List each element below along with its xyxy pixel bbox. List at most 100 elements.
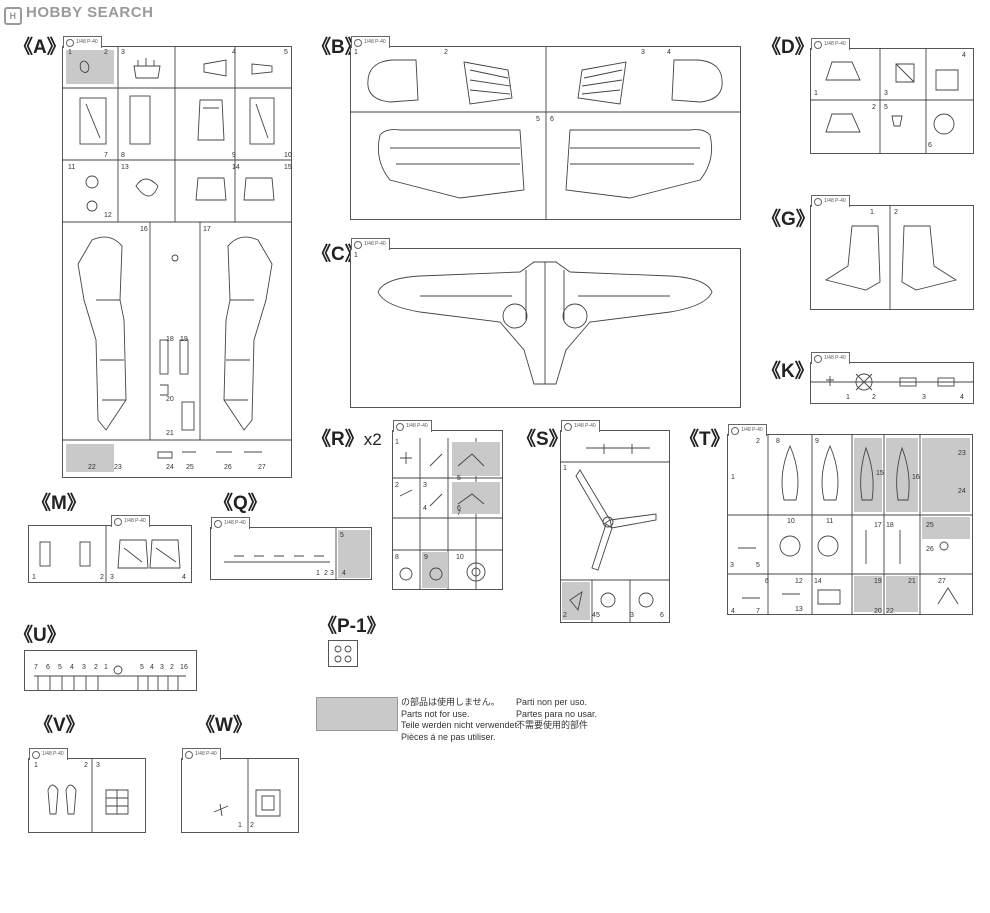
part-number-r-9: 9: [424, 554, 428, 561]
sprue-r-parts: [392, 438, 503, 590]
sprue-label-d: 《D》: [762, 37, 814, 58]
part-number-w-1: 1: [238, 822, 242, 829]
sprue-tab: 1/48 P-40: [111, 515, 150, 527]
part-number-s-4: 4: [592, 612, 596, 619]
part-number-t-3: 3: [730, 562, 734, 569]
legend-col-2: Parti non per uso. Partes para no usar. …: [516, 697, 597, 732]
part-number-d-3: 3: [884, 90, 888, 97]
sprue-tab: 1/48 P-40: [351, 238, 390, 250]
legend-line: Teile werden nicht verwendet.: [401, 720, 520, 730]
part-number-m-1: 1: [32, 574, 36, 581]
sprue-g-parts: [824, 205, 958, 310]
part-number-a-16: 16: [140, 226, 148, 233]
part-number-a-2: 2: [104, 49, 108, 56]
sprue-r-letter: 《R》: [312, 429, 364, 450]
watermark-text: HOBBY SEARCH: [26, 4, 154, 21]
part-number-t-23: 23: [958, 450, 966, 457]
sprue-tab: 1/48 P-40: [561, 420, 600, 432]
legend-line: Parts not for use.: [401, 708, 470, 719]
legend-line: の部品は使用しません。: [401, 697, 500, 707]
part-number-a-4: 4: [232, 49, 236, 56]
part-number-t-10: 10: [787, 518, 795, 525]
sprue-label-q: 《Q》: [214, 493, 267, 514]
part-number-a-20: 20: [166, 396, 174, 403]
part-number-a-14: 14: [232, 164, 240, 171]
part-number-u-1: 1: [180, 664, 184, 671]
part-number-r-8: 8: [395, 554, 399, 561]
legend-line: Partes para no usar.: [516, 708, 598, 719]
part-number-t-27: 27: [938, 578, 946, 585]
sprue-tab: 1/48 P-40: [351, 36, 390, 48]
part-number-a-25: 25: [186, 464, 194, 471]
sprue-tab: 1/48 P-40: [811, 195, 850, 207]
sprue-w-parts: [213, 758, 281, 833]
part-number-a-24: 24: [166, 464, 174, 471]
part-number-u-4: 4: [150, 664, 154, 671]
part-number-a-10: 10: [284, 152, 292, 159]
sprue-label-v: 《V》: [34, 715, 85, 736]
unused-parts-swatch: [316, 697, 398, 731]
sprue-d-parts: [810, 48, 974, 154]
part-number-r-6: 6: [457, 505, 461, 512]
part-number-b-5: 5: [536, 116, 540, 123]
part-number-q-4: 4: [342, 570, 346, 577]
part-number-a-8: 8: [121, 152, 125, 159]
part-number-w-2: 2: [250, 822, 254, 829]
part-number-v-2: 2: [84, 762, 88, 769]
sprue-c-parts: [377, 261, 713, 385]
part-number-m-4: 4: [182, 574, 186, 581]
part-number-t-8: 8: [776, 438, 780, 445]
part-number-q-1: 1: [316, 570, 320, 577]
part-number-t-4: 4: [731, 608, 735, 615]
part-number-a-19: 19: [180, 336, 188, 343]
part-number-m-3: 3: [110, 574, 114, 581]
sprue-a-parts: [62, 46, 292, 472]
part-number-t-15: 15: [876, 470, 884, 477]
part-number-u-5: 5: [58, 664, 62, 671]
part-number-v-1: 1: [34, 762, 38, 769]
part-number-a-27: 27: [258, 464, 266, 471]
part-number-a-3: 3: [121, 49, 125, 56]
sprue-tab: 1/48 P-40: [811, 38, 850, 50]
part-number-t-1: 1: [731, 474, 735, 481]
part-number-t-21: 21: [908, 578, 916, 585]
part-number-t-26: 26: [926, 546, 934, 553]
part-number-t-11: 11: [826, 518, 834, 525]
part-number-k-2: 2: [872, 394, 876, 401]
part-number-q-3: 3: [330, 570, 334, 577]
part-number-b-2: 2: [444, 49, 448, 56]
sprue-label-w: 《W》: [196, 715, 252, 736]
part-number-u-3: 3: [82, 664, 86, 671]
legend-col-1: の部品は使用しません。 Parts not for use. Teile wer…: [401, 697, 520, 743]
part-number-a-11: 11: [68, 164, 76, 171]
sprue-label-p1: 《P-1》: [318, 616, 386, 637]
sprue-c-frame: 1/48 P-40: [350, 238, 741, 408]
legend-line: Parti non per uso.: [516, 697, 588, 707]
part-number-k-3: 3: [922, 394, 926, 401]
part-number-r-10: 10: [456, 554, 464, 561]
part-number-d-1: 1: [814, 90, 818, 97]
sprue-b-parts: [350, 46, 741, 220]
part-number-t-2: 2: [756, 438, 760, 445]
part-number-t-6: 6: [765, 578, 769, 585]
sprue-q-parts: [224, 527, 370, 580]
sprue-m-frame: 1/48 P-40: [28, 515, 192, 583]
sprue-tab: 1/48 P-40: [63, 36, 102, 48]
part-number-m-2: 2: [100, 574, 104, 581]
part-number-u-6: 6: [46, 664, 50, 671]
part-number-d-6: 6: [928, 142, 932, 149]
part-number-t-20: 20: [874, 608, 882, 615]
part-number-u-2: 2: [170, 664, 174, 671]
part-number-d-2: 2: [872, 104, 876, 111]
sprue-r-multiplier: x2: [363, 430, 382, 449]
part-number-c-1: 1: [354, 252, 358, 259]
part-number-t-14: 14: [814, 578, 822, 585]
part-number-q-5: 5: [340, 532, 344, 539]
part-number-a-7: 7: [104, 152, 108, 159]
part-number-u-2: 2: [94, 664, 98, 671]
part-number-t-9: 9: [815, 438, 819, 445]
part-number-a-15: 15: [284, 164, 292, 171]
part-number-a-17: 17: [203, 226, 211, 233]
part-number-r-3: 3: [423, 482, 427, 489]
